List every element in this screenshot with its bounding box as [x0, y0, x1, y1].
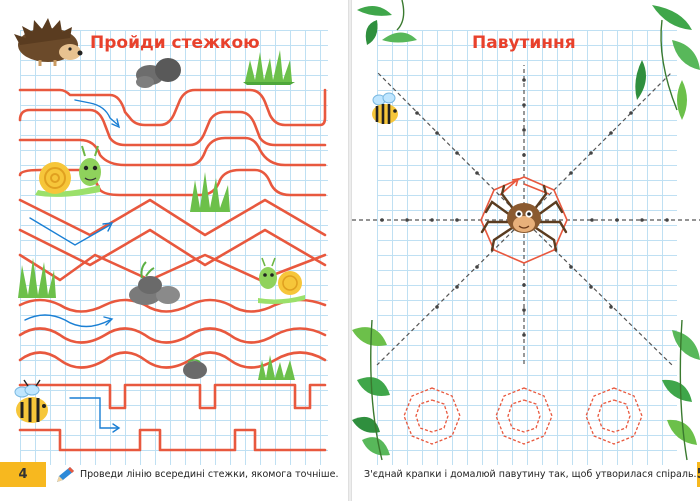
left-footer: 4 Проведи лінію всередині стежки, якомог… — [0, 462, 348, 487]
trace-octagons — [403, 387, 643, 445]
path-1-top — [18, 88, 327, 127]
stones-icon — [129, 261, 180, 305]
guide-arrow-3 — [102, 222, 114, 232]
hedgehog-icon — [14, 18, 83, 66]
right-footer: З'єднай крапки і домалюй павутину так, щ… — [352, 462, 700, 487]
path-7-top — [18, 383, 327, 410]
grass-icon — [258, 355, 295, 380]
stones-icon — [183, 359, 207, 379]
left-page: Пройди стежкою 4 Проведи лінію всередині… — [0, 0, 348, 501]
web-ray-se — [523, 219, 673, 366]
spider-web — [352, 0, 700, 461]
web-octagon — [480, 176, 568, 264]
page-title: Пройди стежкою — [90, 33, 260, 53]
grass-icon — [190, 172, 230, 212]
web-ray-nw — [376, 71, 525, 221]
page-number: 4 — [0, 462, 46, 487]
bee-icon — [14, 379, 48, 423]
path-2-top — [18, 136, 327, 167]
path-1-bottom — [18, 108, 327, 147]
path-3-top — [18, 198, 327, 237]
path-5-bottom — [18, 327, 327, 344]
right-page: Павутиння З'єднай крапки і домалюй павут… — [352, 0, 700, 501]
bee-icon — [372, 92, 398, 124]
guide-arrow-1 — [111, 118, 121, 129]
instruction-text: Проведи лінію всередині стежки, якомога … — [80, 469, 339, 480]
guide-arrow-7 — [112, 423, 121, 433]
grass-icon — [18, 258, 56, 298]
guide-arrow-5 — [103, 316, 114, 326]
spider-icon — [480, 184, 568, 252]
left-grid — [20, 30, 328, 465]
instruction-text: З'єднай крапки і домалюй павутину так, щ… — [364, 469, 697, 480]
stones-icon — [136, 58, 181, 88]
page-title: Павутиння — [472, 33, 576, 53]
path-5-top — [18, 298, 327, 313]
leaf-icon — [662, 319, 700, 461]
leaf-icon — [352, 319, 390, 461]
guide-line-5 — [24, 314, 111, 328]
web-ray-ne — [523, 71, 673, 221]
snail-icon — [258, 257, 305, 304]
guide-line-1 — [74, 99, 119, 126]
web-ray-sw — [376, 219, 525, 366]
guide-line-7 — [69, 397, 119, 429]
pencil-icon — [57, 466, 74, 482]
path-7-bottom — [18, 428, 327, 452]
grass-icon — [243, 50, 295, 85]
right-grid — [377, 30, 677, 465]
book-gutter — [348, 0, 352, 501]
path-3-bottom — [18, 228, 327, 267]
leaf-icon — [635, 5, 700, 120]
guide-line-3 — [29, 217, 111, 246]
snail-icon — [35, 145, 101, 197]
page-number: 5 — [696, 462, 700, 487]
leaf-icon — [357, 0, 417, 45]
